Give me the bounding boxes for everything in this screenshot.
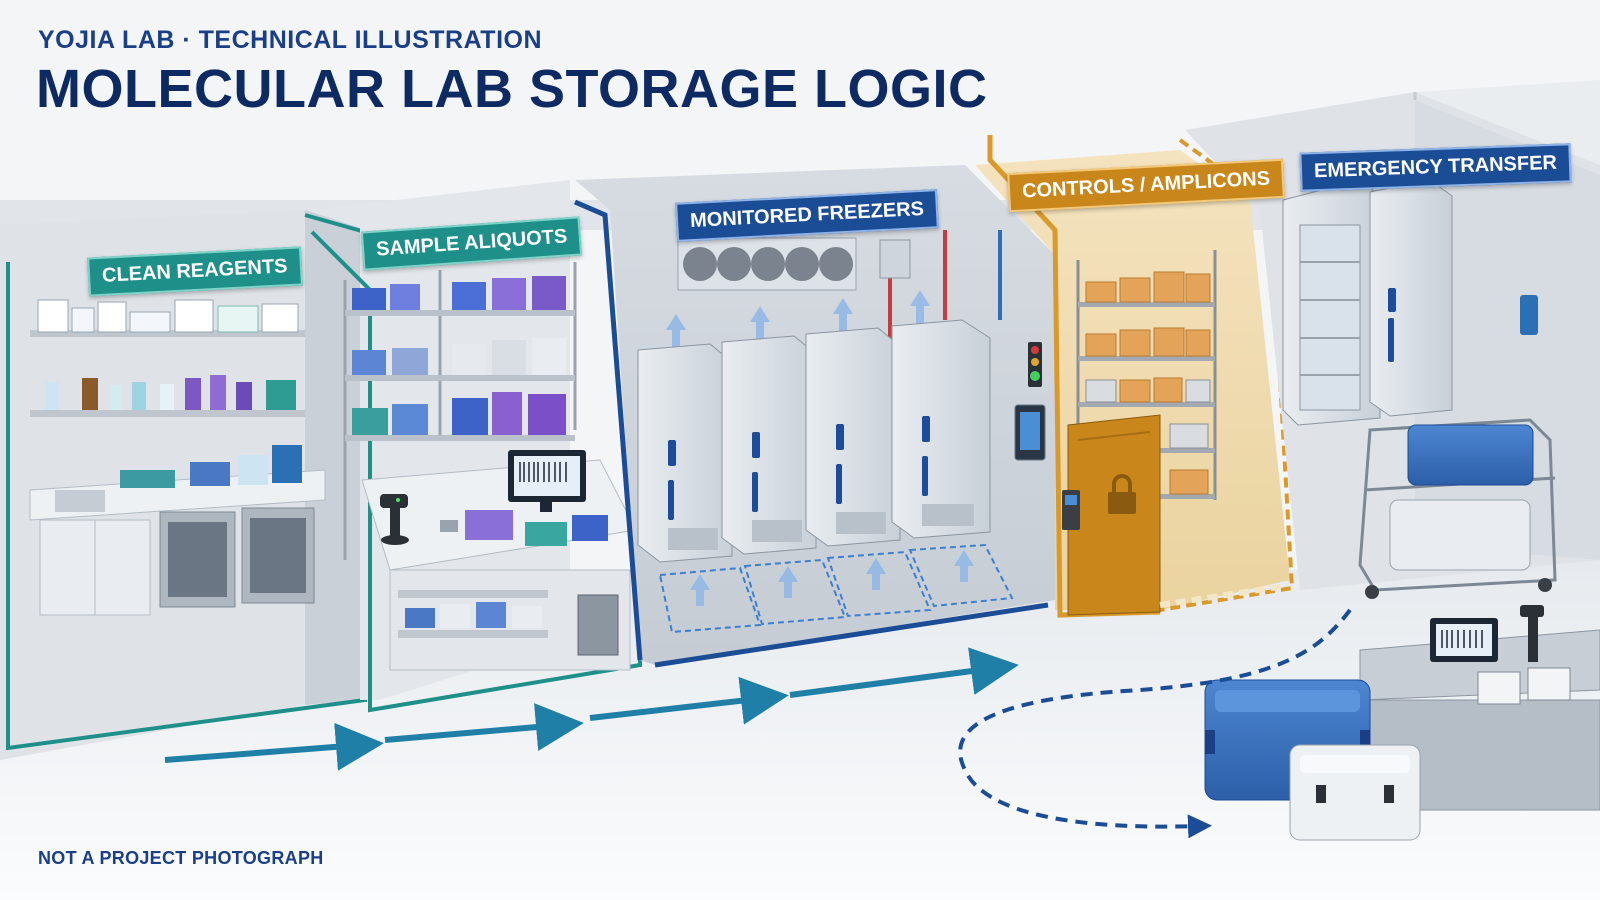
header-subtitle: YOJIA LAB · TECHNICAL ILLUSTRATION [38, 26, 543, 54]
ult-freezer-2 [721, 335, 817, 555]
emergency-route [958, 608, 1352, 839]
disclaimer-note: NOT A PROJECT PHOTOGRAPH [38, 848, 324, 868]
ult-freezer-1 [637, 343, 733, 563]
arrow-right-icon [164, 722, 384, 771]
status-light-icon [1028, 342, 1042, 387]
reagent-boxes-top [37, 299, 299, 333]
cooling-fan-unit [677, 237, 857, 291]
barcode-scanner-icon [380, 494, 409, 545]
glass-door-freezer [1282, 179, 1381, 426]
reagent-bottles [45, 375, 296, 410]
monitor-icon [508, 450, 586, 512]
arrow-right-icon [589, 676, 789, 725]
locked-door [1067, 414, 1161, 616]
white-cooler [1289, 744, 1421, 841]
lock-icon [1108, 474, 1136, 514]
zone-clean-reagents [0, 210, 367, 760]
zone-monitored-freezers [574, 165, 1055, 668]
arrow-right-icon [384, 703, 584, 751]
tip-boxes [352, 276, 566, 435]
workflow-arrows [164, 647, 1019, 771]
ult-freezer-emergency [1369, 179, 1453, 417]
arrow-right-icon [789, 647, 1019, 698]
transfer-trolley [1358, 418, 1557, 599]
ult-freezer-4 [891, 319, 991, 539]
ult-freezer-3 [805, 327, 901, 547]
page-title: MOLECULAR LAB STORAGE LOGIC [36, 59, 988, 119]
zone-emergency-transfer [1185, 80, 1600, 841]
zone-sample-aliquots [310, 180, 642, 713]
zone-controls-amplicons [975, 135, 1295, 618]
